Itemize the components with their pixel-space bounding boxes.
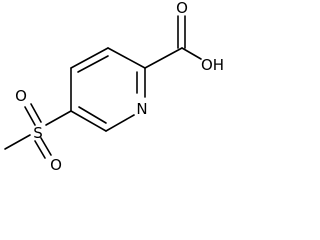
bond-c2-carboxyl [144, 47, 183, 69]
bond-ring-c5-c6 [70, 110, 107, 132]
bond-ring-c5-c6-inner [78, 106, 107, 124]
bond-ring-c6-n [105, 114, 135, 132]
atom-labels: O OH N S O O [15, 0, 224, 172]
bonds [4, 15, 202, 159]
bond-ring-c3-c4-inner [77, 55, 109, 73]
bond-sulfur-methyl [4, 134, 31, 150]
atom-sulfur: S [33, 124, 43, 142]
bond-c5-sulfur [45, 110, 72, 126]
atom-hydroxyl: OH [201, 56, 224, 74]
atom-sulfonyl-oxygen-lower: O [50, 156, 62, 172]
bond-sulfur-oxygen-upper-1 [24, 106, 36, 126]
bond-sulfur-oxygen-lower-1 [34, 140, 46, 159]
bond-sulfur-oxygen-upper-2 [30, 103, 42, 123]
bond-carboxyl-hydroxyl [181, 47, 202, 60]
atom-carbonyl-oxygen: O [176, 0, 188, 17]
bond-ring-c3-c4 [70, 47, 109, 69]
bond-ring-c2-c3 [107, 47, 146, 69]
atom-ring-nitrogen: N [136, 100, 147, 118]
chemical-structure: O OH N S O O [4, 0, 224, 172]
atom-sulfonyl-oxygen-upper: O [15, 87, 27, 105]
bond-sulfur-oxygen-lower-2 [40, 137, 52, 156]
